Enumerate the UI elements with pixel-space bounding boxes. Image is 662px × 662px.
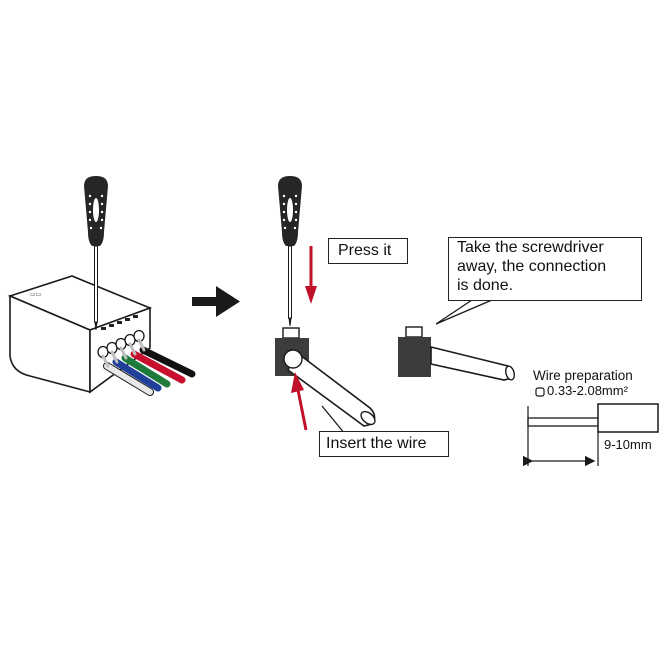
callout-tail bbox=[435, 299, 493, 325]
terminal-markings bbox=[101, 315, 138, 330]
wire-green bbox=[121, 354, 171, 388]
done-line-1: Take the screwdriver bbox=[457, 239, 604, 256]
stripped-conductor bbox=[527, 417, 607, 427]
wire-prep-title: Wire preparation bbox=[533, 368, 633, 383]
wire-gauge-label: 0.33-2.08mm² bbox=[547, 383, 628, 398]
colored-wires bbox=[101, 338, 196, 396]
connection-done-group bbox=[398, 299, 515, 381]
controller-box-group: ▭▭ bbox=[7, 176, 196, 396]
done-callout: Take the screwdriver away, the connectio… bbox=[448, 237, 642, 301]
screwdriver-icon bbox=[84, 176, 108, 330]
wire-prep-drawing bbox=[522, 387, 659, 467]
box-brand-mark: ▭▭ bbox=[30, 292, 41, 298]
wire-black bbox=[139, 346, 196, 378]
press-arrow-icon bbox=[305, 246, 317, 304]
wire-blue bbox=[112, 358, 162, 392]
wire-red bbox=[130, 350, 186, 384]
screwdriver-icon bbox=[278, 176, 302, 326]
insert-arrow-icon bbox=[291, 372, 308, 431]
right-arrow-icon bbox=[192, 286, 240, 317]
insert-leader bbox=[321, 405, 346, 435]
insert-callout: Insert the wire bbox=[319, 431, 449, 457]
strip-length-label: 9-10mm bbox=[604, 437, 652, 452]
controller-box-side bbox=[9, 294, 91, 394]
push-button-cap bbox=[282, 327, 300, 339]
done-line-3: is done. bbox=[457, 277, 514, 294]
press-insert-group bbox=[275, 176, 376, 435]
insert-label: Insert the wire bbox=[326, 435, 427, 452]
square-icon bbox=[535, 387, 545, 397]
wire-insulation bbox=[597, 403, 659, 433]
done-line-2: away, the connection bbox=[457, 258, 607, 275]
press-label: Press it bbox=[338, 242, 392, 259]
wire-entry-hole bbox=[283, 349, 303, 369]
push-button-cap bbox=[405, 326, 423, 338]
terminal-block bbox=[398, 337, 431, 377]
connected-wire bbox=[430, 345, 515, 381]
press-callout: Press it bbox=[328, 238, 408, 264]
